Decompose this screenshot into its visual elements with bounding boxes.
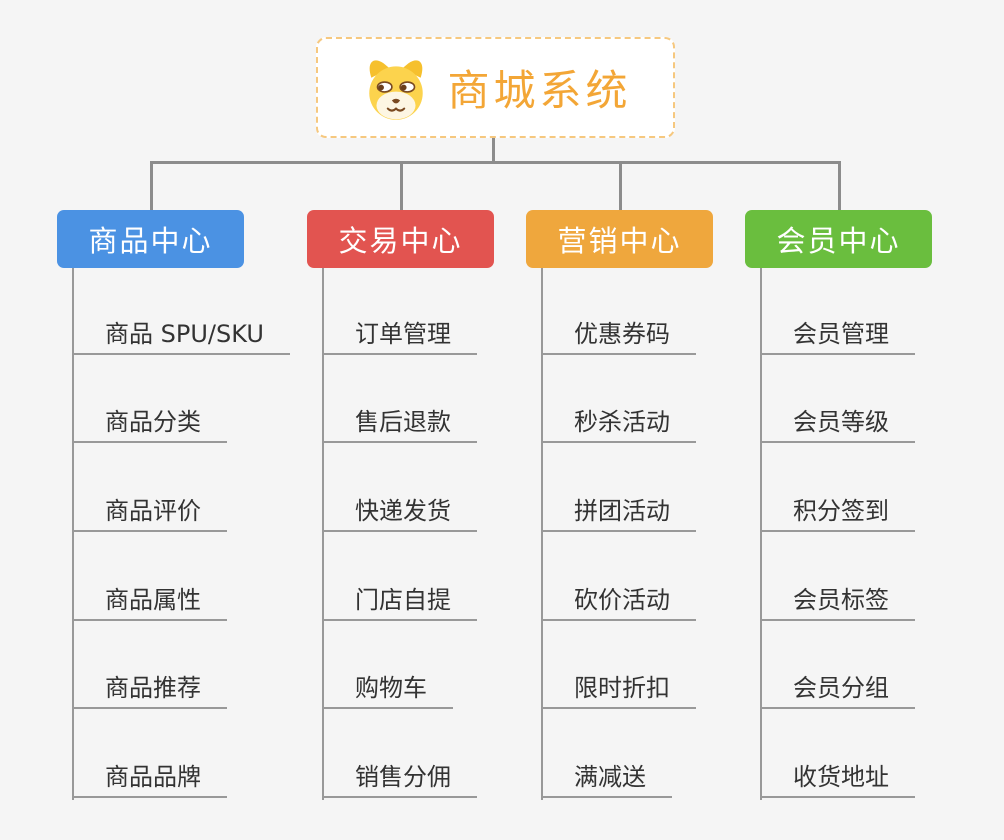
leaf-node[interactable]: 积分签到 bbox=[760, 496, 915, 532]
branch-spine-line bbox=[541, 268, 543, 800]
connector-line bbox=[837, 161, 841, 210]
leaf-node[interactable]: 售后退款 bbox=[322, 407, 477, 443]
dog-face-icon bbox=[369, 59, 424, 120]
branch-node[interactable]: 商品中心 bbox=[57, 210, 244, 268]
connector-line bbox=[149, 161, 153, 210]
branch-column-2: 交易中心 订单管理售后退款快递发货门店自提购物车销售分佣 bbox=[307, 210, 567, 810]
leaf-node[interactable]: 商品分类 bbox=[72, 407, 227, 443]
leaf-node[interactable]: 会员等级 bbox=[760, 407, 915, 443]
branch-node[interactable]: 会员中心 bbox=[745, 210, 932, 268]
root-node[interactable]: 商城系统 bbox=[316, 37, 675, 138]
connector-line bbox=[618, 161, 622, 210]
root-title: 商城系统 bbox=[447, 66, 632, 115]
leaf-node[interactable]: 商品 SPU/SKU bbox=[72, 319, 290, 355]
branch-node[interactable]: 交易中心 bbox=[307, 210, 494, 268]
leaf-node[interactable]: 商品推荐 bbox=[72, 673, 227, 709]
branch-column-1: 商品中心 商品 SPU/SKU 商品分类商品评价商品属性商品推荐商品品牌 bbox=[57, 210, 317, 810]
leaf-node[interactable]: 限时折扣 bbox=[541, 673, 696, 709]
branch-node[interactable]: 营销中心 bbox=[526, 210, 713, 268]
leaf-node[interactable]: 会员管理 bbox=[760, 319, 915, 355]
connector-line bbox=[492, 138, 495, 164]
connector-line bbox=[399, 161, 403, 210]
leaf-node[interactable]: 会员分组 bbox=[760, 673, 915, 709]
leaf-node[interactable]: 商品评价 bbox=[72, 496, 227, 532]
leaf-node[interactable]: 快递发货 bbox=[322, 496, 477, 532]
leaf-node[interactable]: 购物车 bbox=[322, 673, 453, 709]
leaf-node[interactable]: 砍价活动 bbox=[541, 585, 696, 621]
branch-spine-line bbox=[72, 268, 74, 800]
leaf-node[interactable]: 优惠券码 bbox=[541, 319, 696, 355]
leaf-node[interactable]: 满减送 bbox=[541, 762, 672, 798]
leaf-node[interactable]: 收货地址 bbox=[760, 762, 915, 798]
leaf-node[interactable]: 订单管理 bbox=[322, 319, 477, 355]
leaf-node[interactable]: 商品品牌 bbox=[72, 762, 227, 798]
leaf-node[interactable]: 门店自提 bbox=[322, 585, 477, 621]
leaf-node[interactable]: 销售分佣 bbox=[322, 762, 477, 798]
leaf-node[interactable]: 会员标签 bbox=[760, 585, 915, 621]
branch-spine-line bbox=[760, 268, 762, 800]
leaf-node[interactable]: 商品属性 bbox=[72, 585, 227, 621]
leaf-node[interactable]: 拼团活动 bbox=[541, 496, 696, 532]
branch-column-4: 会员中心 会员管理会员等级积分签到会员标签会员分组收货地址 bbox=[745, 210, 1004, 810]
branch-column-3: 营销中心 优惠券码秒杀活动拼团活动砍价活动限时折扣满减送 bbox=[526, 210, 786, 810]
connector-line bbox=[149, 161, 841, 164]
leaf-node[interactable]: 秒杀活动 bbox=[541, 407, 696, 443]
branch-spine-line bbox=[322, 268, 324, 800]
